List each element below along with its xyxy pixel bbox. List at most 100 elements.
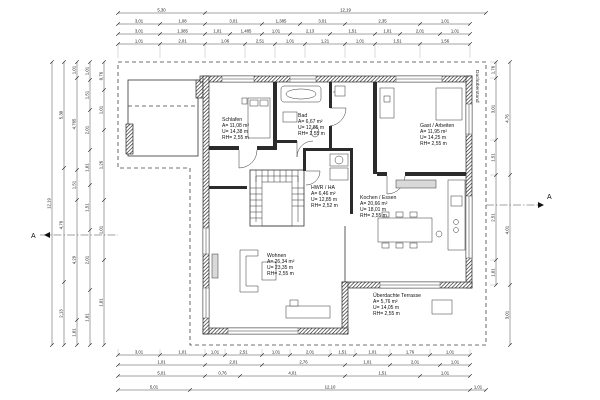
dimension-tick bbox=[115, 387, 121, 393]
dimension-tick bbox=[74, 197, 80, 203]
dimension-label: 1,51 bbox=[348, 28, 357, 33]
dimension-label: 2,51 bbox=[490, 213, 495, 222]
dimension-tick bbox=[372, 31, 378, 37]
dimension-tick bbox=[49, 59, 55, 65]
section-marker-left: A bbox=[31, 233, 36, 240]
dimension-tick bbox=[342, 373, 348, 379]
dimension-label: 4,76 bbox=[504, 114, 509, 123]
dimension-label: 0,76 bbox=[218, 370, 227, 375]
dimension-tick bbox=[61, 165, 67, 171]
dimension-label: 1,21 bbox=[321, 38, 330, 43]
dimension-tick bbox=[467, 31, 473, 37]
dimension-label: 1,01 bbox=[286, 38, 295, 43]
room-name: HWR / HA bbox=[311, 185, 335, 191]
section-marker-right: A bbox=[547, 194, 552, 201]
dimension-label: 1,06 bbox=[221, 38, 230, 43]
dimension-chain-left-5: 0,761,011,261,011,01 bbox=[98, 59, 107, 348]
dimension-tick bbox=[87, 107, 93, 113]
dimension-tick bbox=[101, 87, 107, 93]
room-name: Gast / Arbeiten bbox=[420, 123, 454, 129]
dimension-label: 5,01 bbox=[157, 370, 166, 375]
dimension-tick bbox=[202, 373, 208, 379]
dimension-tick bbox=[202, 362, 208, 368]
dimension-label: 3,01 bbox=[135, 18, 144, 23]
room-name: Wohnen bbox=[267, 253, 286, 259]
dimension-tick bbox=[507, 172, 513, 178]
staircase bbox=[249, 169, 305, 227]
dimension-label: 2,51 bbox=[256, 38, 265, 43]
windows bbox=[202, 75, 473, 335]
room-perimeter: U= 12,85 m bbox=[311, 197, 337, 203]
dimension-tick bbox=[87, 342, 93, 348]
dimension-label: 5,30 bbox=[157, 7, 166, 12]
dimension-tick bbox=[507, 342, 513, 348]
dimension-tick bbox=[397, 31, 403, 37]
dimension-label: 0,76 bbox=[98, 71, 103, 80]
dimension-tick bbox=[467, 362, 473, 368]
outer-walls bbox=[199, 75, 473, 335]
room-name: Überdachte Terrasse bbox=[373, 292, 421, 299]
dimension-label: 1,01 bbox=[84, 163, 89, 172]
sofa-wohnen bbox=[211, 249, 331, 319]
dimension-chain-right-1: 1,763,011,512,511,01 bbox=[490, 59, 499, 288]
dimension-label: 1,01 bbox=[383, 28, 392, 33]
dimension-tick bbox=[287, 31, 293, 37]
dimension-label: 1,01 bbox=[356, 38, 365, 43]
dimension-tick bbox=[101, 342, 107, 348]
dimension-label: 2,51 bbox=[239, 349, 248, 354]
dimension-tick bbox=[101, 257, 107, 263]
dimension-tick bbox=[87, 77, 93, 83]
dimension-label: 1,01 bbox=[441, 370, 450, 375]
dimension-tick bbox=[115, 10, 121, 16]
dimension-label: 1,01 bbox=[157, 359, 166, 364]
hwr-appliances bbox=[329, 153, 349, 181]
room-height: RH= 2,55 m bbox=[267, 271, 294, 277]
room-area: A= 6,46 m² bbox=[311, 191, 336, 197]
dimension-tick bbox=[259, 21, 265, 27]
dimension-tick bbox=[297, 21, 303, 27]
dimension-tick bbox=[342, 362, 348, 368]
room-label-gast: Gast / Arbeiten A= 11,95 m² U= 14,25 m R… bbox=[420, 123, 454, 147]
dimension-tick bbox=[115, 373, 121, 379]
room-perimeter: U= 23,35 m bbox=[267, 265, 293, 271]
dimension-label: 1,56 bbox=[441, 38, 450, 43]
dimension-tick bbox=[49, 342, 55, 348]
dimension-label: 2,01 bbox=[229, 359, 238, 364]
room-name: Bad bbox=[298, 113, 307, 119]
dimension-tick bbox=[507, 59, 513, 65]
dimension-label: 1,51 bbox=[393, 38, 402, 43]
dimension-tick bbox=[187, 387, 193, 393]
dimension-tick bbox=[61, 59, 67, 65]
room-height: RH= 2,52 m bbox=[311, 203, 338, 209]
dimension-tick bbox=[387, 362, 393, 368]
dimension-tick bbox=[87, 147, 93, 153]
dimension-label: 2,01 bbox=[416, 28, 425, 33]
dimension-tick bbox=[61, 279, 67, 285]
dimension-label: 4,29 bbox=[71, 255, 76, 264]
dimension-tick bbox=[327, 31, 333, 37]
dimension-label: 4,765 bbox=[71, 118, 76, 129]
dimension-tick bbox=[437, 362, 443, 368]
dimension-tick bbox=[101, 197, 107, 203]
room-perimeter: U= 18,01 m bbox=[360, 207, 386, 213]
dimension-label: 1,385 bbox=[177, 28, 188, 33]
dimension-tick bbox=[483, 10, 489, 16]
room-label-wohnen: Wohnen A= 26,34 m² U= 23,35 m RH= 2,55 m bbox=[267, 253, 295, 277]
dimension-tick bbox=[87, 59, 93, 65]
dimension-tick bbox=[61, 342, 67, 348]
room-perimeter: U= 12,85 m bbox=[298, 125, 324, 131]
dimension-tick bbox=[507, 282, 513, 288]
dimension-label: 1,01 bbox=[211, 349, 220, 354]
dimension-tick bbox=[115, 31, 121, 37]
room-area: A= 6,67 m² bbox=[298, 119, 323, 125]
dimension-label: 2,76 bbox=[299, 359, 308, 364]
dimension-label: 1,01 bbox=[272, 349, 281, 354]
carport-annex bbox=[125, 79, 204, 157]
dimension-label: 1,01 bbox=[98, 298, 103, 307]
room-label-bad: Bad A= 6,67 m² U= 12,85 m RH= 2,55 m bbox=[298, 113, 325, 137]
room-height: RH= 2,55 m bbox=[373, 311, 400, 317]
dimension-label: 1,01 bbox=[368, 349, 377, 354]
